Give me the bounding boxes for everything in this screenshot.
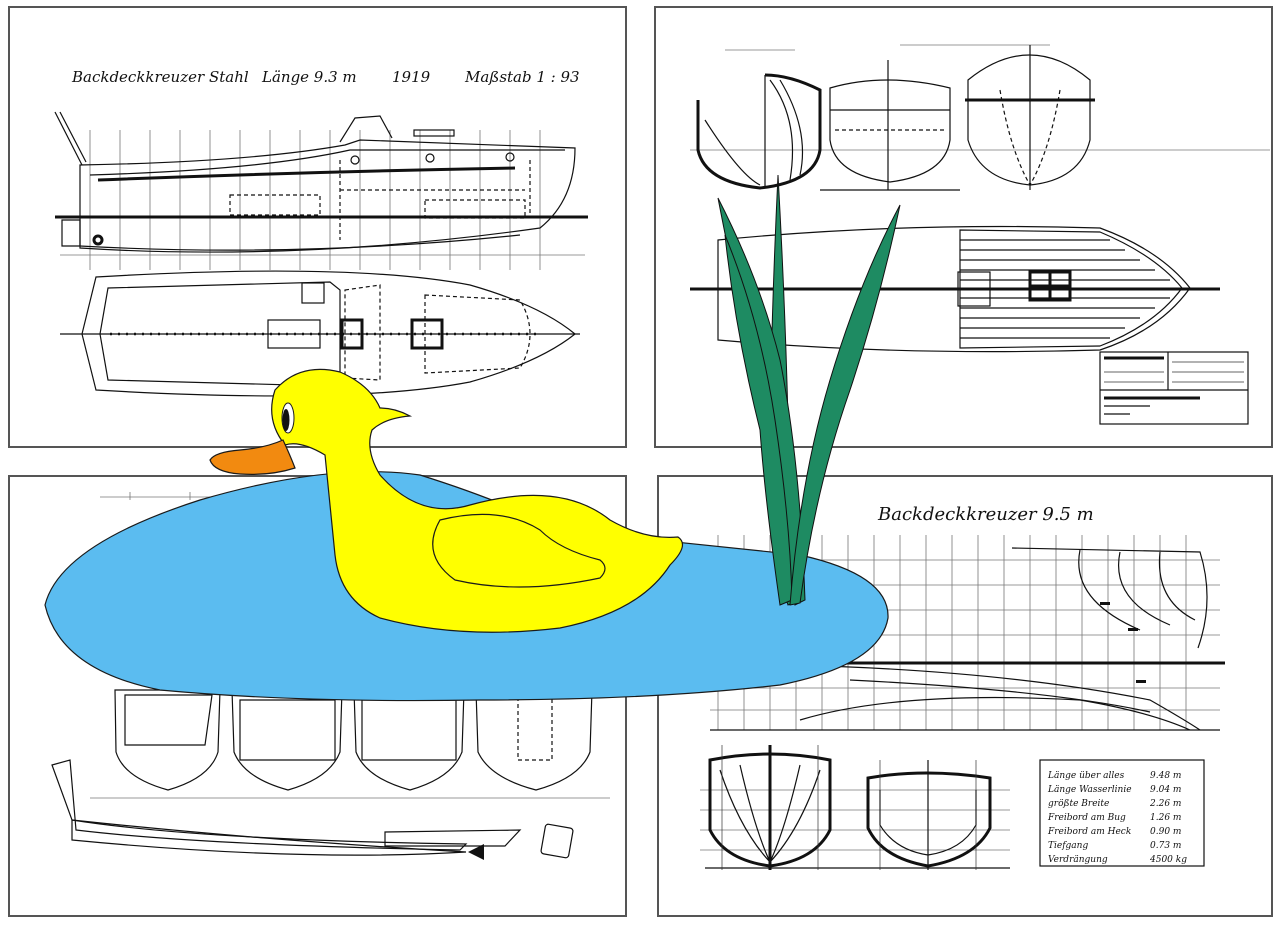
sheet-2-body-plans: [690, 44, 1270, 191]
spec-value: 9.04 m: [1150, 785, 1181, 795]
spec-value: 2.26 m: [1149, 799, 1181, 809]
spec-value: 4500 kg: [1149, 855, 1187, 865]
spec-label: Freibord am Bug: [1047, 813, 1126, 823]
spec-value: 0.90 m: [1150, 827, 1181, 837]
sheet-1-title-block: Backdeckkreuzer Stahl Länge 9.3 m 1919 M…: [71, 68, 580, 86]
reed-leaf: [724, 234, 793, 606]
sheet-1-profile-view: [54, 111, 588, 253]
spec-value: 1.26 m: [1150, 813, 1181, 823]
spec-label: Länge Wasserlinie: [1047, 785, 1132, 795]
sheet-1-station-grid: [60, 130, 585, 270]
spec-label: Verdrängung: [1048, 855, 1108, 865]
spec-label: Tiefgang: [1048, 841, 1088, 851]
duck-body: [271, 368, 684, 633]
sheet-3-keel: [51, 759, 574, 860]
sheet-4-sections: [700, 745, 1010, 870]
reed-leaf: [789, 204, 901, 606]
duck-wing: [432, 513, 606, 588]
spec-value: 0.73 m: [1150, 841, 1181, 851]
spec-label: Länge über alles: [1047, 771, 1125, 781]
sheet-1-scale: Maßstab 1 : 93: [464, 68, 580, 86]
sheet-top-right: [654, 6, 1273, 448]
sheet-bottom-right: Backdeckkreuzer 9.5 m: [657, 475, 1273, 917]
sheet-1-year: 1919: [392, 68, 431, 86]
spec-label: größte Breite: [1048, 799, 1109, 809]
sheet-1-length: Länge 9.3 m: [261, 68, 357, 86]
sheet-1-title: Backdeckkreuzer Stahl: [71, 68, 249, 86]
sheet-4-title: Backdeckkreuzer 9.5 m: [877, 504, 1094, 525]
sheet-2-title-block: [1099, 351, 1249, 425]
sheet-4-profile: [789, 547, 1208, 731]
sheet-4-spec-table: Länge über alles 9.48 m Länge Wasserlini…: [1039, 759, 1205, 867]
duck-beak: [209, 439, 296, 475]
duck-pupil: [282, 409, 290, 431]
reeds: [717, 174, 901, 606]
spec-value: 9.48 m: [1150, 771, 1181, 781]
spec-label: Freibord am Heck: [1047, 827, 1131, 837]
duck: [209, 368, 684, 633]
